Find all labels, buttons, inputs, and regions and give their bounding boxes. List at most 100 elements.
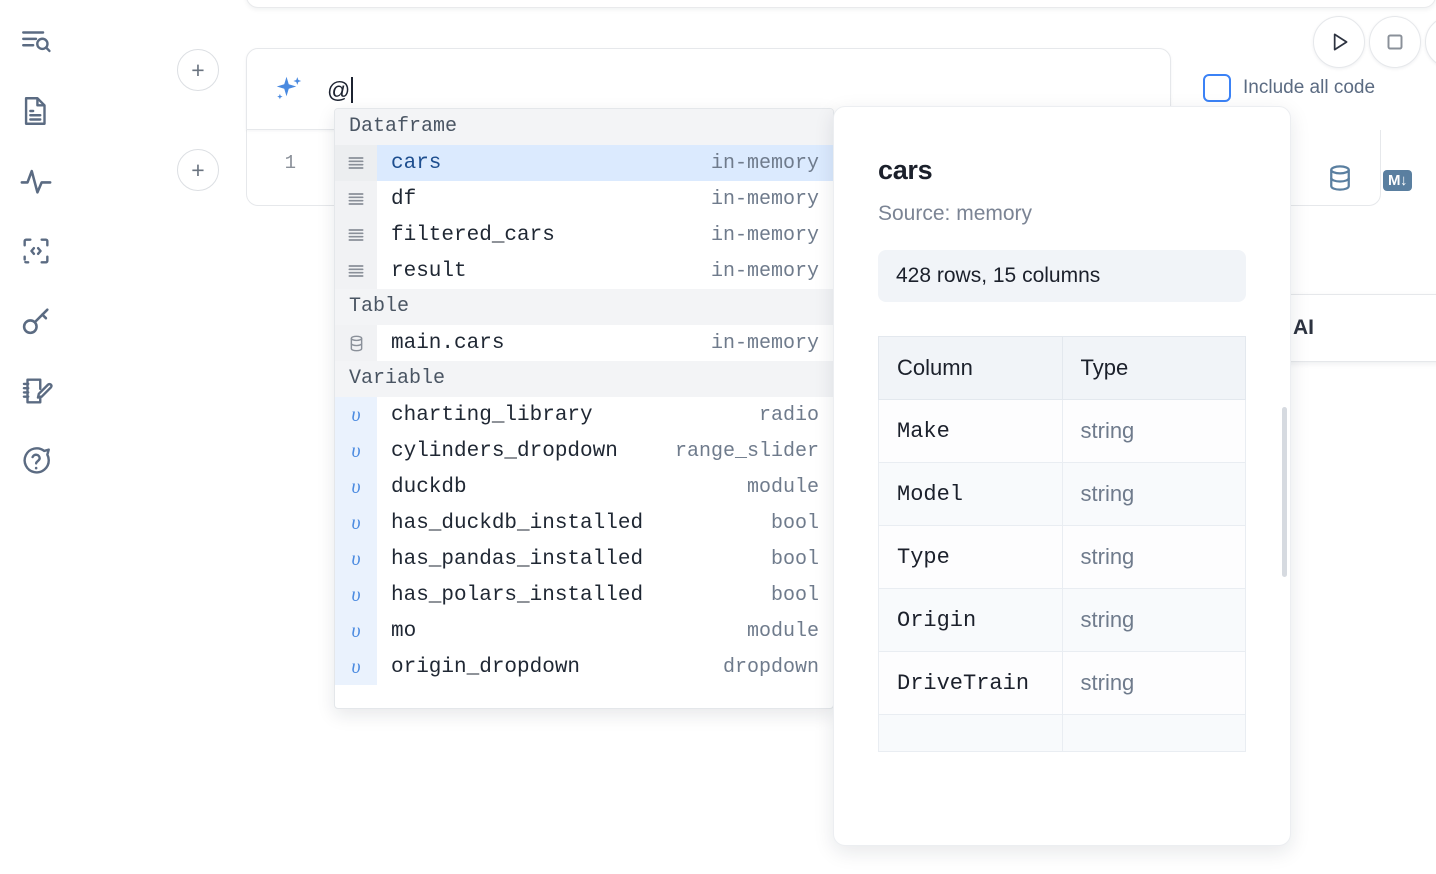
dropdown-item[interactable]: df in-memory bbox=[335, 181, 833, 217]
variable-icon: υ bbox=[335, 469, 377, 505]
variable-icon: υ bbox=[335, 505, 377, 541]
dropdown-group-header: Table bbox=[335, 289, 833, 325]
run-button[interactable] bbox=[1313, 16, 1365, 68]
dropdown-group-header: Dataframe bbox=[335, 109, 833, 145]
outline-search-icon[interactable] bbox=[13, 18, 59, 64]
dataframe-icon bbox=[335, 217, 377, 253]
dropdown-item[interactable]: filtered_cars in-memory bbox=[335, 217, 833, 253]
column-header-column: Column bbox=[878, 336, 1063, 400]
activity-icon[interactable] bbox=[13, 158, 59, 204]
dropdown-item-type: bool bbox=[770, 583, 819, 607]
cell-column-name: DriveTrain bbox=[878, 651, 1063, 715]
include-all-code-checkbox[interactable] bbox=[1203, 74, 1231, 102]
variable-icon: υ bbox=[335, 397, 377, 433]
dropdown-item-type: in-memory bbox=[710, 331, 819, 355]
stop-button[interactable] bbox=[1369, 16, 1421, 68]
previous-cell-stub bbox=[246, 0, 1436, 8]
dropdown-item[interactable]: result in-memory bbox=[335, 253, 833, 289]
dropdown-item-type: in-memory bbox=[710, 151, 819, 175]
database-icon[interactable] bbox=[1325, 163, 1355, 198]
dropdown-item-name: cylinders_dropdown bbox=[391, 439, 618, 463]
line-number: 1 bbox=[284, 152, 296, 174]
dropdown-item[interactable]: υ origin_dropdown dropdown bbox=[335, 649, 833, 685]
dropdown-item-type: dropdown bbox=[722, 655, 819, 679]
left-sidebar bbox=[0, 0, 72, 874]
dropdown-item-name: df bbox=[391, 187, 417, 211]
dropdown-item-type: bool bbox=[770, 511, 819, 535]
dropdown-item[interactable]: cars in-memory bbox=[335, 145, 833, 181]
cell-column-type: string bbox=[1061, 588, 1246, 652]
table-row-partial bbox=[878, 714, 1246, 752]
dataframe-icon bbox=[335, 253, 377, 289]
dropdown-item-name: has_pandas_installed bbox=[391, 547, 644, 571]
dropdown-item-type: in-memory bbox=[710, 187, 819, 211]
table-header-row: Column Type bbox=[878, 336, 1246, 400]
cell-column-name: Model bbox=[878, 462, 1063, 526]
cell-column-type: string bbox=[1061, 462, 1246, 526]
dropdown-item-name: result bbox=[391, 259, 467, 283]
cell-column-name: Origin bbox=[878, 588, 1063, 652]
variable-icon: υ bbox=[335, 577, 377, 613]
dropdown-item-name: mo bbox=[391, 619, 417, 643]
snippets-icon[interactable] bbox=[13, 228, 59, 274]
cell-column-type: string bbox=[1061, 651, 1246, 715]
cell-icon-group: M↓ bbox=[1325, 163, 1412, 198]
preview-shape: 428 rows, 15 columns bbox=[878, 250, 1246, 302]
preview-title: cars bbox=[878, 155, 933, 185]
dropdown-item-type: in-memory bbox=[710, 259, 819, 283]
add-cell-button-top[interactable]: + bbox=[177, 49, 219, 91]
dropdown-item-type: in-memory bbox=[710, 223, 819, 247]
cell-column-name: Make bbox=[878, 399, 1063, 463]
ai-prompt-input[interactable]: @ bbox=[309, 49, 1170, 131]
cell-column-name: Type bbox=[878, 525, 1063, 589]
dropdown-item-name: cars bbox=[391, 151, 442, 175]
table-database-icon bbox=[335, 325, 377, 361]
dropdown-item[interactable]: υ has_duckdb_installed bool bbox=[335, 505, 833, 541]
dataframe-icon bbox=[335, 181, 377, 217]
scratchpad-icon[interactable] bbox=[13, 368, 59, 414]
include-all-code-label: Include all code bbox=[1243, 77, 1376, 98]
dropdown-item-name: has_duckdb_installed bbox=[391, 511, 644, 535]
column-header-type: Type bbox=[1061, 336, 1246, 400]
file-explorer-icon[interactable] bbox=[13, 88, 59, 134]
markdown-icon[interactable]: M↓ bbox=[1383, 170, 1412, 191]
text-caret bbox=[351, 77, 354, 103]
cell-column-name bbox=[878, 714, 1063, 752]
add-cell-button-bottom[interactable]: + bbox=[177, 149, 219, 191]
dropdown-item-type: module bbox=[746, 619, 819, 643]
overflow-button[interactable] bbox=[1425, 16, 1436, 68]
variable-icon: υ bbox=[335, 649, 377, 685]
cell-column-type: string bbox=[1061, 525, 1246, 589]
dropdown-item-name: origin_dropdown bbox=[391, 655, 581, 679]
variable-icon: υ bbox=[335, 433, 377, 469]
preview-scrollbar[interactable] bbox=[1282, 407, 1287, 577]
cell-column-type: string bbox=[1061, 399, 1246, 463]
variable-icon: υ bbox=[335, 613, 377, 649]
variable-icon: υ bbox=[335, 541, 377, 577]
include-all-code-row[interactable]: Include all code bbox=[1203, 74, 1375, 102]
ai-suggestion-card[interactable]: AI bbox=[1280, 294, 1436, 362]
ai-card-label: AI bbox=[1293, 316, 1314, 339]
help-chat-icon[interactable] bbox=[13, 438, 59, 484]
cell-column-type bbox=[1061, 714, 1246, 752]
ai-prompt-value: @ bbox=[327, 76, 351, 103]
dropdown-group-header: Variable bbox=[335, 361, 833, 397]
secrets-key-icon[interactable] bbox=[13, 298, 59, 344]
dropdown-item-type: radio bbox=[758, 403, 819, 427]
dropdown-item-name: filtered_cars bbox=[391, 223, 555, 247]
